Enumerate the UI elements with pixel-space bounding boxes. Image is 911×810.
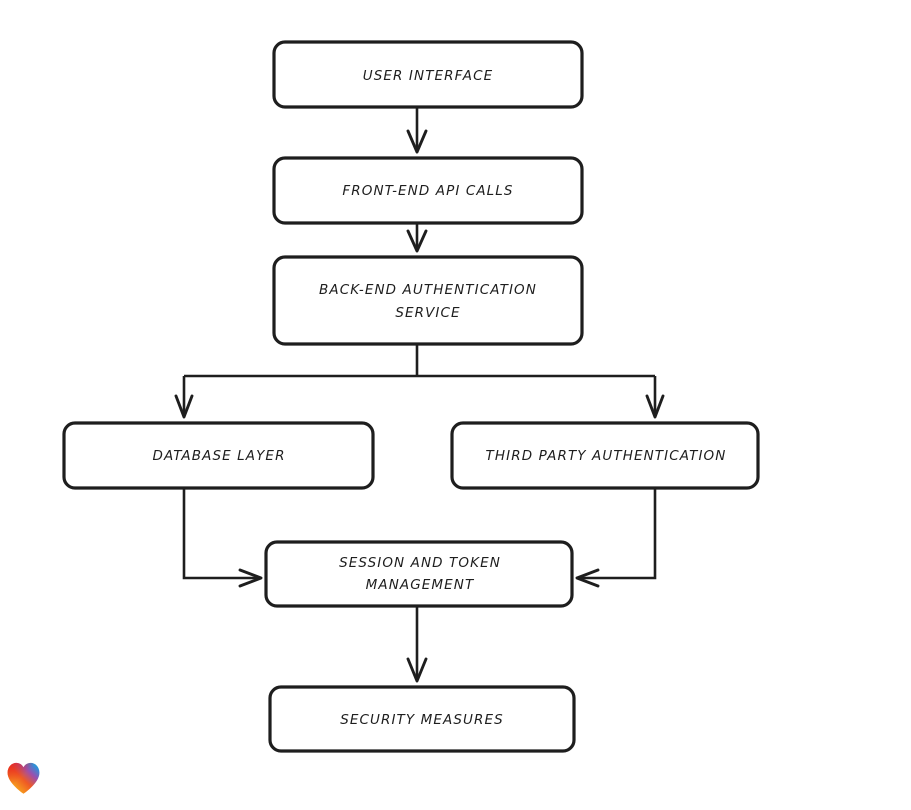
node-user-interface-shape [272, 40, 584, 109]
edge-group [174, 107, 665, 683]
node-session-and-token-management[interactable]: SESSION AND TOKEN MANAGEMENT [264, 540, 574, 608]
edge-session-token-to-security-measures [406, 606, 428, 683]
node-database-layer[interactable]: DATABASE LAYER [62, 421, 375, 490]
node-database-layer-label: DATABASE LAYER [152, 448, 285, 464]
node-user-interface[interactable]: USER INTERFACE [272, 40, 584, 109]
node-backend-authentication-service[interactable]: BACK-END AUTHENTICATION SERVICE [272, 255, 584, 346]
node-frontend-api-calls-label: FRONT-END API CALLS [342, 183, 513, 199]
edge-backend-auth-to-database-layer [174, 376, 194, 419]
node-session-and-token-management-shape [264, 540, 574, 608]
node-backend-authentication-service-shape [272, 255, 584, 346]
node-third-party-authentication[interactable]: THIRD PARTY AUTHENTICATION [450, 421, 760, 490]
node-session-and-token-management-label-line2: MANAGEMENT [366, 577, 475, 593]
heart-icon-highlight [7, 762, 40, 794]
node-backend-authentication-service-label-line2: SERVICE [395, 305, 460, 321]
edge-third-party-auth-to-session-token [575, 488, 657, 588]
node-frontend-api-calls[interactable]: FRONT-END API CALLS [272, 156, 584, 225]
edge-backend-auth-to-third-party-auth [645, 376, 665, 419]
node-third-party-authentication-shape [450, 421, 760, 490]
edge-user-interface-to-frontend-api [406, 107, 428, 154]
node-user-interface-label: USER INTERFACE [363, 68, 493, 84]
node-session-and-token-management-label-line1: SESSION AND TOKEN [339, 555, 501, 571]
node-database-layer-shape [62, 421, 375, 490]
edge-backend-auth-split-bar [184, 344, 655, 378]
node-security-measures-shape [268, 685, 576, 753]
node-security-measures-label: SECURITY MEASURES [340, 712, 504, 728]
node-frontend-api-calls-shape [272, 156, 584, 225]
node-security-measures[interactable]: SECURITY MEASURES [268, 685, 576, 753]
edge-frontend-api-to-backend-auth [406, 223, 428, 253]
node-third-party-authentication-label: THIRD PARTY AUTHENTICATION [486, 448, 727, 464]
heart-icon [7, 762, 40, 794]
edge-database-layer-to-session-token [182, 488, 263, 588]
node-backend-authentication-service-label-line1: BACK-END AUTHENTICATION [319, 282, 537, 298]
